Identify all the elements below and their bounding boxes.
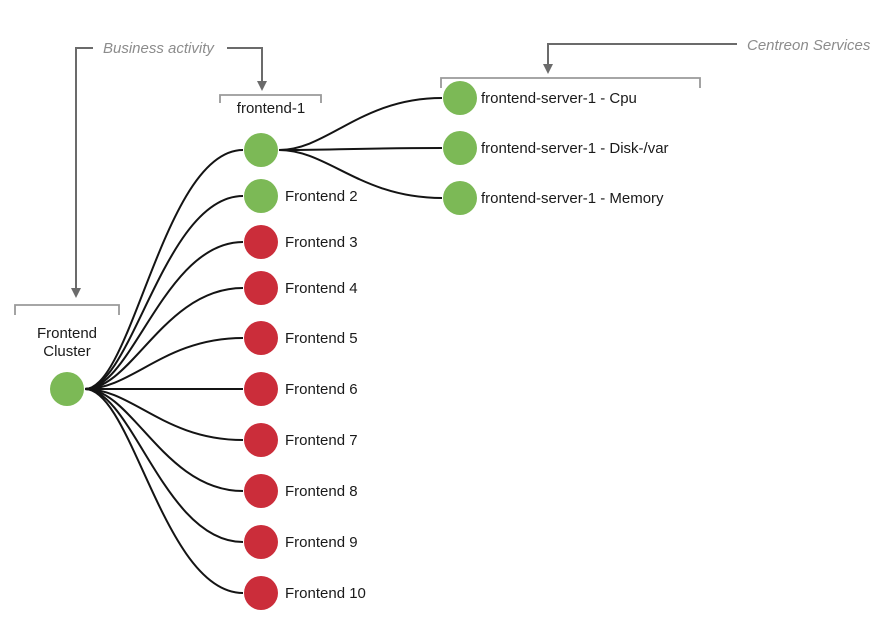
edge-frontend-cluster-frontend-5 <box>84 337 244 390</box>
edge-frontend-cluster-frontend-10 <box>84 388 244 594</box>
centreon-services-bracket <box>440 77 701 88</box>
edge-frontend-cluster-frontend-1 <box>84 149 244 390</box>
node-frontend-9-status-circle <box>244 525 278 559</box>
node-frontend-cluster-label-line-1: Cluster <box>43 343 91 360</box>
annotation-centreon-services: Centreon Services <box>747 37 871 54</box>
edge-frontend-1-svc-cpu <box>278 97 443 151</box>
edge-frontend-cluster-frontend-2 <box>84 195 244 390</box>
node-svc-cpu-status-circle <box>443 81 477 115</box>
node-frontend-6-label: Frontend 6 <box>285 381 358 398</box>
node-frontend-1-status-circle <box>244 133 278 167</box>
node-frontend-4-label: Frontend 4 <box>285 280 358 297</box>
centreon-services-arrow-head-icon <box>543 64 553 74</box>
edge-frontend-cluster-frontend-7 <box>84 388 244 441</box>
business-activity-arrow-right-line <box>227 47 263 81</box>
node-frontend-8-status-circle <box>244 474 278 508</box>
node-frontend-4-status-circle <box>244 271 278 305</box>
node-frontend-3-label: Frontend 3 <box>285 234 358 251</box>
node-frontend-3-status-circle <box>244 225 278 259</box>
node-frontend-10-label: Frontend 10 <box>285 585 366 602</box>
node-frontend-2-status-circle <box>244 179 278 213</box>
frontend-cluster-bracket <box>14 304 120 315</box>
node-frontend-7-status-circle <box>244 423 278 457</box>
frontend-1-bracket <box>219 94 322 103</box>
edge-frontend-1-svc-disk <box>278 147 443 151</box>
node-frontend-9-label: Frontend 9 <box>285 534 358 551</box>
node-frontend-2-label: Frontend 2 <box>285 188 358 205</box>
business-activity-arrow-left-head-icon <box>71 288 81 298</box>
centreon-services-arrow-line <box>547 43 737 64</box>
node-svc-disk-label: frontend-server-1 - Disk-/var <box>481 140 669 157</box>
node-frontend-10-status-circle <box>244 576 278 610</box>
edge-frontend-cluster-frontend-8 <box>84 388 244 492</box>
node-frontend-6-status-circle <box>244 372 278 406</box>
node-svc-memory-label: frontend-server-1 - Memory <box>481 190 664 207</box>
node-svc-cpu-label: frontend-server-1 - Cpu <box>481 90 637 107</box>
annotation-business-activity: Business activity <box>103 40 215 57</box>
node-frontend-7-label: Frontend 7 <box>285 432 358 449</box>
edge-frontend-1-svc-memory <box>278 149 443 199</box>
edge-frontend-cluster-frontend-9 <box>84 388 244 543</box>
business-activity-arrow-left-line <box>75 47 93 288</box>
node-frontend-5-label: Frontend 5 <box>285 330 358 347</box>
node-svc-memory-status-circle <box>443 181 477 215</box>
edge-frontend-cluster-frontend-3 <box>84 241 244 390</box>
node-frontend-5-status-circle <box>244 321 278 355</box>
business-activity-arrow-right-head-icon <box>257 81 267 91</box>
node-frontend-cluster-label-line-0: Frontend <box>37 325 97 342</box>
node-frontend-cluster-status-circle <box>50 372 84 406</box>
edge-frontend-cluster-frontend-4 <box>84 287 244 390</box>
node-frontend-1-label: frontend-1 <box>237 100 305 117</box>
node-frontend-8-label: Frontend 8 <box>285 483 358 500</box>
node-svc-disk-status-circle <box>443 131 477 165</box>
